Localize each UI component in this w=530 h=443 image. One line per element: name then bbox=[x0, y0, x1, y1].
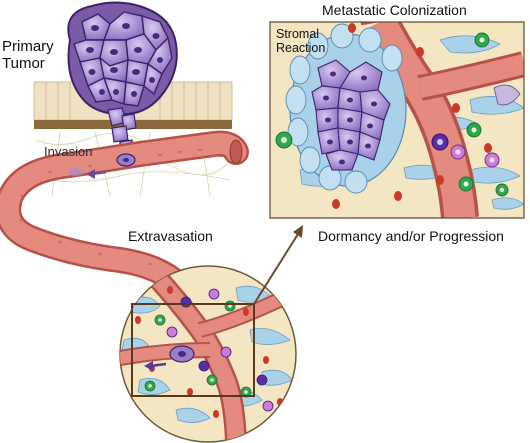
zoom-box bbox=[131, 303, 255, 397]
zoom-arrow-icon bbox=[253, 225, 303, 305]
stromal-reaction-label-line1: Stromal bbox=[276, 27, 320, 41]
invasion-label: Invasion bbox=[44, 144, 93, 159]
extravasation-arrow-icon bbox=[144, 361, 167, 371]
metastatic-colonization-title: Metastatic Colonization bbox=[322, 2, 467, 18]
metastatic-panel-border bbox=[269, 21, 525, 219]
metastatic-panel bbox=[269, 21, 525, 219]
primary-tumor-label-line1: Primary bbox=[2, 38, 54, 55]
stromal-reaction-label-line2: Reaction bbox=[276, 40, 326, 55]
extravasation-label: Extravasation bbox=[128, 228, 213, 244]
flow-arrow-icon bbox=[86, 169, 107, 179]
extravasation-inset bbox=[119, 265, 297, 443]
stromal-reaction-label: Stromal Reaction bbox=[276, 27, 326, 56]
primary-tumor-label-line2: Tumor bbox=[2, 55, 45, 73]
primary-tumor-label: Primary Tumor bbox=[2, 38, 54, 73]
tumor-mass bbox=[67, 1, 178, 157]
dormancy-progression-label: Dormancy and/or Progression bbox=[318, 228, 504, 244]
